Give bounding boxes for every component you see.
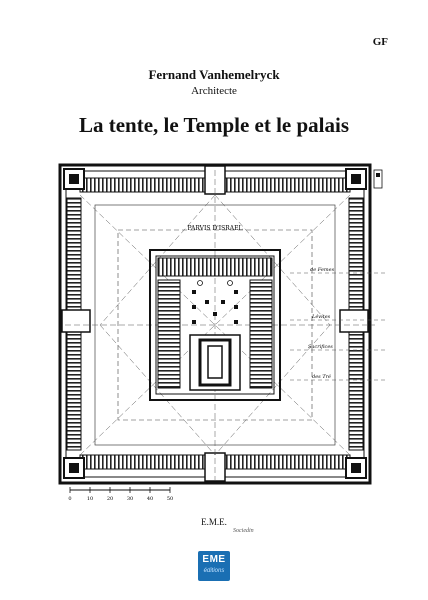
scale-label: 40 [147,496,153,502]
front-chambers [157,257,273,277]
side-chambers-right [249,279,273,389]
scale-label: 10 [87,496,93,502]
side-label: Sacrifices [308,344,333,350]
author-name: Fernand Vanhemelryck [148,67,280,82]
scale-label: 0 [68,496,71,502]
temple-floor-plan: PARVIS D'ISRAEL de Femes Lévites Sacrifi… [58,163,385,502]
author-role: Architecte [191,85,237,97]
side-chambers-left [157,279,181,389]
scale-label: 30 [127,496,133,502]
logo-text: EME [202,554,226,565]
logo-subtext: éditions [203,568,225,574]
scale-label: 20 [107,496,113,502]
corner-mark: GF [372,36,388,48]
outer-wall [58,163,372,485]
court-label: PARVIS D'ISRAEL [188,225,243,232]
side-label: Lévites [311,313,331,320]
publisher-name: E.M.E. [201,517,227,527]
sanctuary [189,334,241,391]
gate [339,309,369,333]
publisher-subtitle: Sociedin [233,528,254,534]
temple-block [149,249,281,401]
pillars [192,290,238,324]
publisher-logo: EME éditions [198,551,230,581]
book-title: La tente, le Temple et le palais [78,113,350,137]
scale-bar: 0 10 20 30 40 50 [68,487,173,502]
scale-label: 50 [167,496,173,502]
side-label: de Femes [310,267,335,273]
gate [61,309,91,333]
side-label: des Tré [312,373,331,380]
